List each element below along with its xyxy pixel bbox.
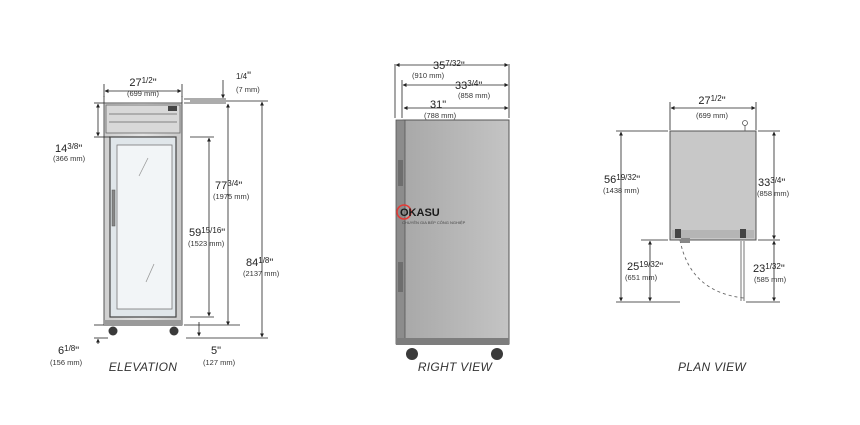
right-view-cabinet xyxy=(395,119,510,360)
plan-clearance-mm: (585 mm) xyxy=(754,275,787,284)
elevation-door-height-mm: (1523 mm) xyxy=(188,239,225,248)
elevation-door-height-dim: 5915/16" xyxy=(189,226,225,239)
right-body-depth-mm: (858 mm) xyxy=(458,91,491,100)
right-overall-depth-dim: 357/32" xyxy=(433,59,465,72)
right-overall-depth-mm: (910 mm) xyxy=(412,71,445,80)
plan-view: 271/2" (699 mm) 5619/32" (1438 mm) 2519/… xyxy=(603,94,790,374)
elevation-top-gap-dim: 1/4" xyxy=(236,70,251,82)
plan-depth-dim: 333/4" xyxy=(758,176,785,189)
elevation-cabinet xyxy=(103,102,183,336)
plan-total-depth-dim: 5619/32" xyxy=(604,173,640,186)
elevation-caster-mm: (127 mm) xyxy=(203,358,236,367)
elevation-caster-dim: 5" xyxy=(211,345,221,357)
right-cabinet-depth-mm: (788 mm) xyxy=(424,111,457,120)
plan-door-swing-dim: 2519/32" xyxy=(627,260,663,273)
plan-width-dim: 271/2" xyxy=(698,94,725,107)
plan-total-depth-mm: (1438 mm) xyxy=(603,186,640,195)
right-body-depth-dim: 333/4" xyxy=(455,79,482,92)
elevation-body-height-dim: 773/4" xyxy=(215,179,242,192)
elevation-view: 271/2" (699 mm) 1/4" (7 mm) 143/8" (366 … xyxy=(50,70,280,374)
right-cabinet-depth-dim: 31" xyxy=(430,99,446,111)
elevation-width-dim: 271/2" xyxy=(129,76,156,89)
elevation-body-height-mm: (1975 mm) xyxy=(213,192,250,201)
okasu-logo: OKASU CHUYÊN GIA BẾP CÔNG NGHIỆP xyxy=(396,204,466,225)
elevation-base-dim: 61/8" xyxy=(58,344,79,357)
plan-clearance-dim: 231/32" xyxy=(753,262,785,275)
elevation-overall-height-dim: 841/8" xyxy=(246,256,273,269)
plan-door-swing-mm: (651 mm) xyxy=(625,273,658,282)
elevation-base-mm: (156 mm) xyxy=(50,358,83,367)
right-view-label: RIGHT VIEW xyxy=(418,360,494,374)
svg-text:OKASU: OKASU xyxy=(400,207,440,219)
elevation-width-mm: (699 mm) xyxy=(127,89,160,98)
svg-text:CHUYÊN GIA BẾP CÔNG NGHIỆP: CHUYÊN GIA BẾP CÔNG NGHIỆP xyxy=(402,220,466,225)
plan-view-label: PLAN VIEW xyxy=(678,360,747,374)
plan-depth-mm: (858 mm) xyxy=(757,189,790,198)
elevation-top-panel-dim: 143/8" xyxy=(55,142,82,155)
right-view: OKASU CHUYÊN GIA BẾP CÔNG NGHIỆP 357/32"… xyxy=(394,59,510,374)
plan-cabinet xyxy=(669,120,757,301)
elevation-top-gap-mm: (7 mm) xyxy=(236,85,260,94)
elevation-label: ELEVATION xyxy=(109,360,178,374)
plan-width-mm: (699 mm) xyxy=(696,111,729,120)
elevation-top-panel-mm: (366 mm) xyxy=(53,154,86,163)
elevation-overall-height-mm: (2137 mm) xyxy=(243,269,280,278)
